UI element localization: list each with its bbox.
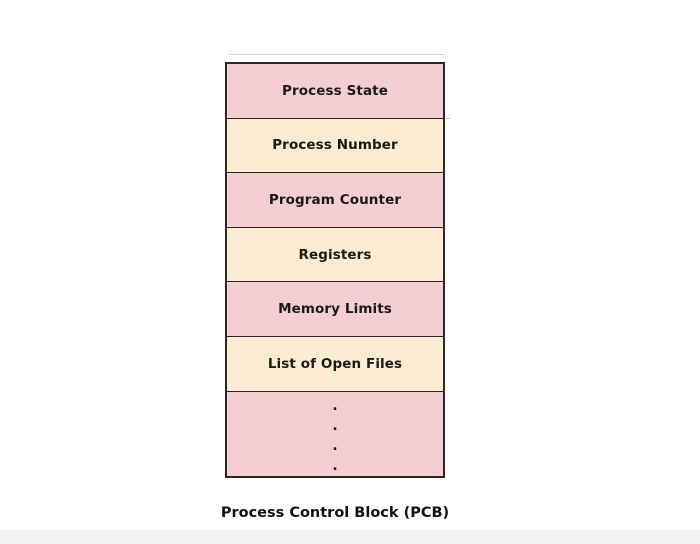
ellipsis-dot: . [332, 397, 338, 414]
pcb-row-registers: Registers [227, 227, 443, 283]
pcb-row-label: Registers [298, 246, 372, 263]
pcb-row-label: Process State [282, 82, 388, 99]
pcb-row-process-state: Process State [227, 64, 443, 119]
pcb-row-label: Program Counter [268, 191, 402, 208]
pcb-row-memory-limits: Memory Limits [227, 282, 443, 337]
pcb-row-label: List of Open Files [267, 355, 403, 372]
pcb-row-program-counter: Program Counter [227, 173, 443, 228]
edge-tick-mark [446, 118, 450, 119]
pcb-row-ellipsis: .... [227, 391, 443, 476]
ellipsis-dot: . [332, 457, 338, 474]
pcb-row-list-of-open-files: List of Open Files [227, 336, 443, 392]
pcb-row-label: Process Number [272, 137, 398, 154]
pcb-row-process-number: Process Number [227, 118, 443, 174]
diagram-caption: Process Control Block (PCB) [220, 505, 450, 521]
box-top-shadow-line [228, 54, 445, 55]
ellipsis-dot: . [332, 417, 338, 434]
ellipsis-dot: . [332, 437, 338, 454]
page-bottom-strip [0, 530, 700, 544]
pcb-row-label: Memory Limits [278, 301, 392, 318]
